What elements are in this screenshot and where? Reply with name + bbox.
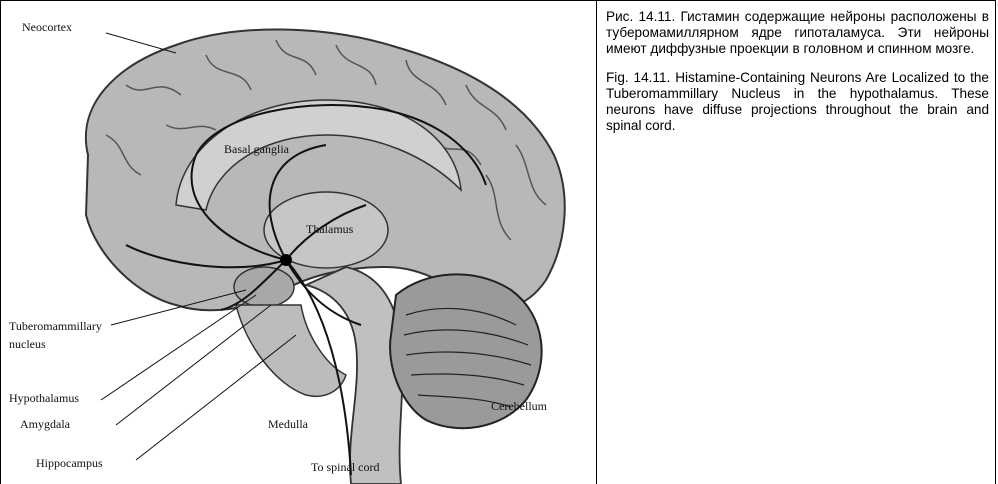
tuberomammillary-nucleus-dot — [280, 254, 292, 266]
cerebellum-label: Cerebellum — [491, 399, 548, 413]
caption-column: Рис. 14.11. Гистамин содержащие нейроны … — [606, 9, 989, 147]
neocortex-label: Neocortex — [22, 20, 72, 34]
medulla-label: Medulla — [268, 417, 309, 431]
tuberomammillary-label-line2: nucleus — [9, 337, 46, 351]
basal-ganglia-label: Basal ganglia — [224, 142, 290, 156]
hippocampus-label: Hippocampus — [36, 456, 103, 470]
caption-russian: Рис. 14.11. Гистамин содержащие нейроны … — [606, 9, 989, 57]
amygdala-label: Amygdala — [20, 417, 71, 431]
hypothalamus-region — [234, 267, 294, 307]
brain-illustration: Neocortex Basal ganglia Thalamus Tuberom… — [6, 5, 592, 484]
tuberomammillary-label-line1: Tuberomammillary — [9, 319, 102, 333]
brain-figure: Neocortex Basal ganglia Thalamus Tuberom… — [6, 5, 592, 484]
hypothalamus-label: Hypothalamus — [9, 391, 79, 405]
column-divider — [596, 0, 597, 484]
caption-english: Fig. 14.11. Histamine-Containing Neurons… — [606, 70, 989, 134]
thalamus-label: Thalamus — [306, 222, 354, 236]
spinal-cord-label: To spinal cord — [311, 460, 379, 474]
